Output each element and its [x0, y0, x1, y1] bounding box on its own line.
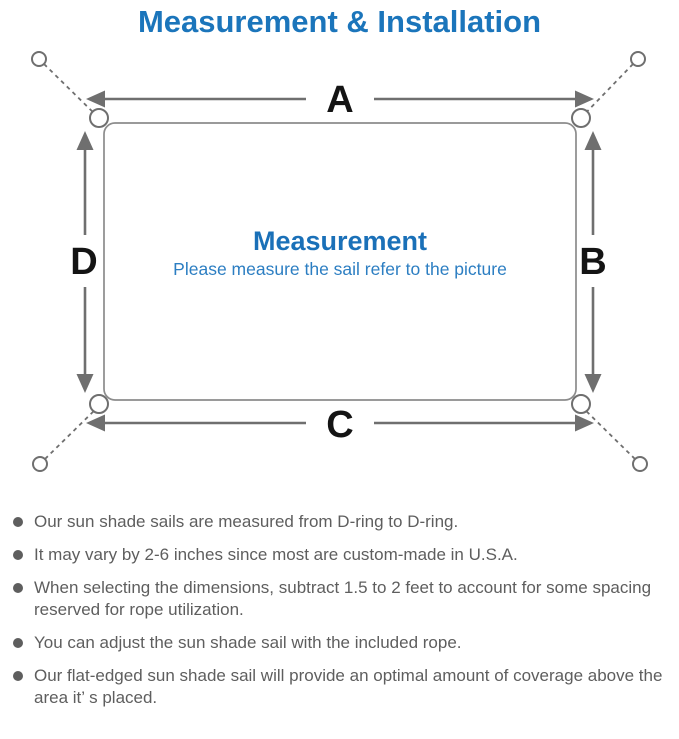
- dim-b-arrowhead-top: [584, 131, 602, 151]
- rope-dashed-line-bottom-left: [44, 402, 103, 460]
- note-text: You can adjust the sun shade sail with t…: [34, 633, 462, 653]
- dim-d-arrowhead-top: [76, 131, 94, 151]
- note-text: Our sun shade sails are measured from D-…: [34, 512, 459, 532]
- note-text: Our flat-edged sun shade sail will provi…: [34, 666, 663, 708]
- diagram-center-subtitle: Please measure the sail refer to the pic…: [173, 259, 507, 279]
- dim-label-d: D: [70, 241, 97, 283]
- measurement-diagram: A C D B Measurement Please measure the s…: [0, 41, 679, 501]
- note-item: Our sun shade sails are measured from D-…: [13, 511, 671, 533]
- dim-a-arrowhead-left: [86, 90, 105, 108]
- rope-dashed-line-bottom-right: [577, 402, 636, 460]
- dim-b-arrowhead-bottom: [584, 374, 602, 394]
- anchor-point-icon-top-left: [31, 51, 47, 68]
- bullet-dot-icon: [13, 638, 23, 649]
- d-ring-icon-top-right: [571, 108, 591, 129]
- dim-c-arrowhead-left: [86, 414, 105, 432]
- anchor-point-icon-bottom-right: [632, 456, 648, 473]
- sail-outline: [103, 122, 577, 401]
- note-item: Our flat-edged sun shade sail will provi…: [13, 665, 671, 709]
- d-ring-icon-top-left: [89, 108, 109, 129]
- dim-a-arrowhead-right: [575, 90, 594, 108]
- anchor-point-icon-bottom-left: [32, 456, 48, 473]
- dim-label-c: C: [326, 404, 353, 446]
- dim-label-a: A: [326, 79, 353, 121]
- note-item: When selecting the dimensions, subtract …: [13, 577, 671, 621]
- bullet-dot-icon: [13, 583, 23, 594]
- note-text: It may vary by 2-6 inches since most are…: [34, 545, 518, 565]
- d-ring-icon-bottom-right: [571, 394, 591, 415]
- d-ring-icon-bottom-left: [89, 394, 109, 415]
- bullet-dot-icon: [13, 517, 23, 528]
- dim-c-arrowhead-right: [575, 414, 594, 432]
- note-item: It may vary by 2-6 inches since most are…: [13, 544, 671, 566]
- page-title: Measurement & Installation: [137, 4, 542, 39]
- note-item: You can adjust the sun shade sail with t…: [13, 632, 671, 654]
- bullet-dot-icon: [13, 671, 23, 682]
- diagram-center-heading: Measurement: [253, 226, 427, 256]
- notes-list: Our sun shade sails are measured from D-…: [0, 501, 679, 709]
- anchor-point-icon-top-right: [630, 51, 646, 68]
- note-text: When selecting the dimensions, subtract …: [34, 578, 652, 620]
- bullet-dot-icon: [13, 550, 23, 561]
- measurement-diagram-svg: A C D B Measurement Please measure the s…: [31, 51, 648, 473]
- dim-label-b: B: [579, 241, 606, 283]
- dim-d-arrowhead-bottom: [76, 374, 94, 394]
